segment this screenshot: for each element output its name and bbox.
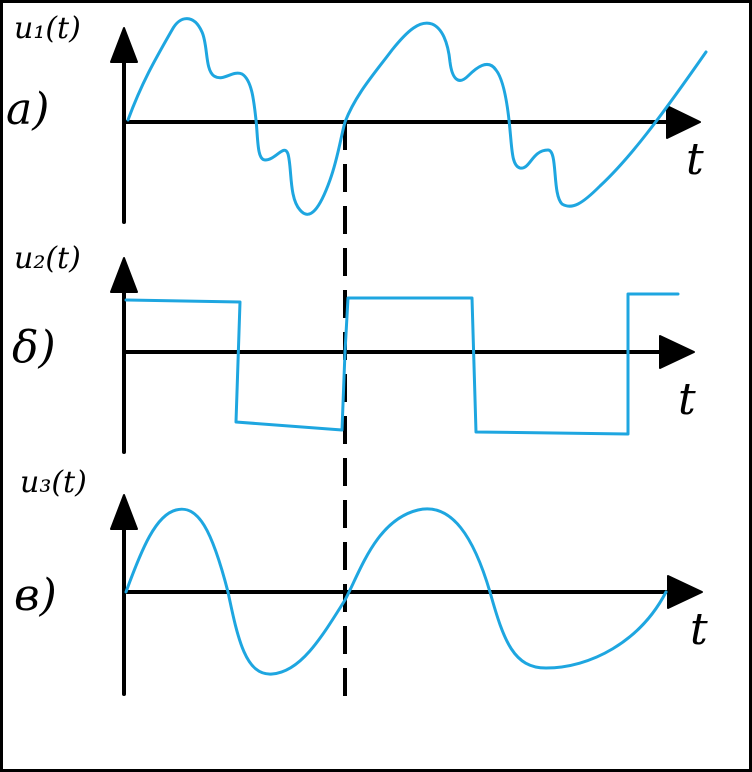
panel-c: u₃(t) в) t bbox=[14, 465, 708, 696]
panel-c-function-label: u₃(t) bbox=[20, 465, 87, 500]
panel-b-y-axis-arrow-icon bbox=[110, 257, 138, 293]
panel-a: u₁(t) a) t bbox=[6, 11, 708, 224]
panel-b-time-label: t bbox=[678, 374, 696, 425]
panel-c-x-axis-arrow-icon bbox=[667, 575, 703, 609]
panel-b-x-axis-arrow-icon bbox=[659, 335, 695, 369]
panel-a-y-axis-arrow-icon bbox=[110, 27, 138, 63]
panel-b-square-wave bbox=[124, 292, 680, 436]
panel-c-y-axis-arrow-icon bbox=[110, 494, 138, 530]
panel-c-letter-label: в) bbox=[14, 570, 57, 621]
panel-c-time-label: t bbox=[690, 604, 708, 655]
panel-b-letter-label: δ) bbox=[12, 322, 56, 373]
panel-b-function-label: u₂(t) bbox=[14, 241, 81, 276]
panel-a-x-axis-arrow-icon bbox=[666, 105, 701, 139]
panel-c-sine-wave bbox=[124, 507, 668, 676]
panel-a-function-label: u₁(t) bbox=[14, 11, 81, 46]
panel-b: u₂(t) δ) t bbox=[12, 241, 696, 454]
panel-a-time-label: t bbox=[686, 134, 704, 185]
panel-a-letter-label: a) bbox=[6, 84, 49, 135]
panel-a-composite-signal bbox=[126, 17, 708, 216]
